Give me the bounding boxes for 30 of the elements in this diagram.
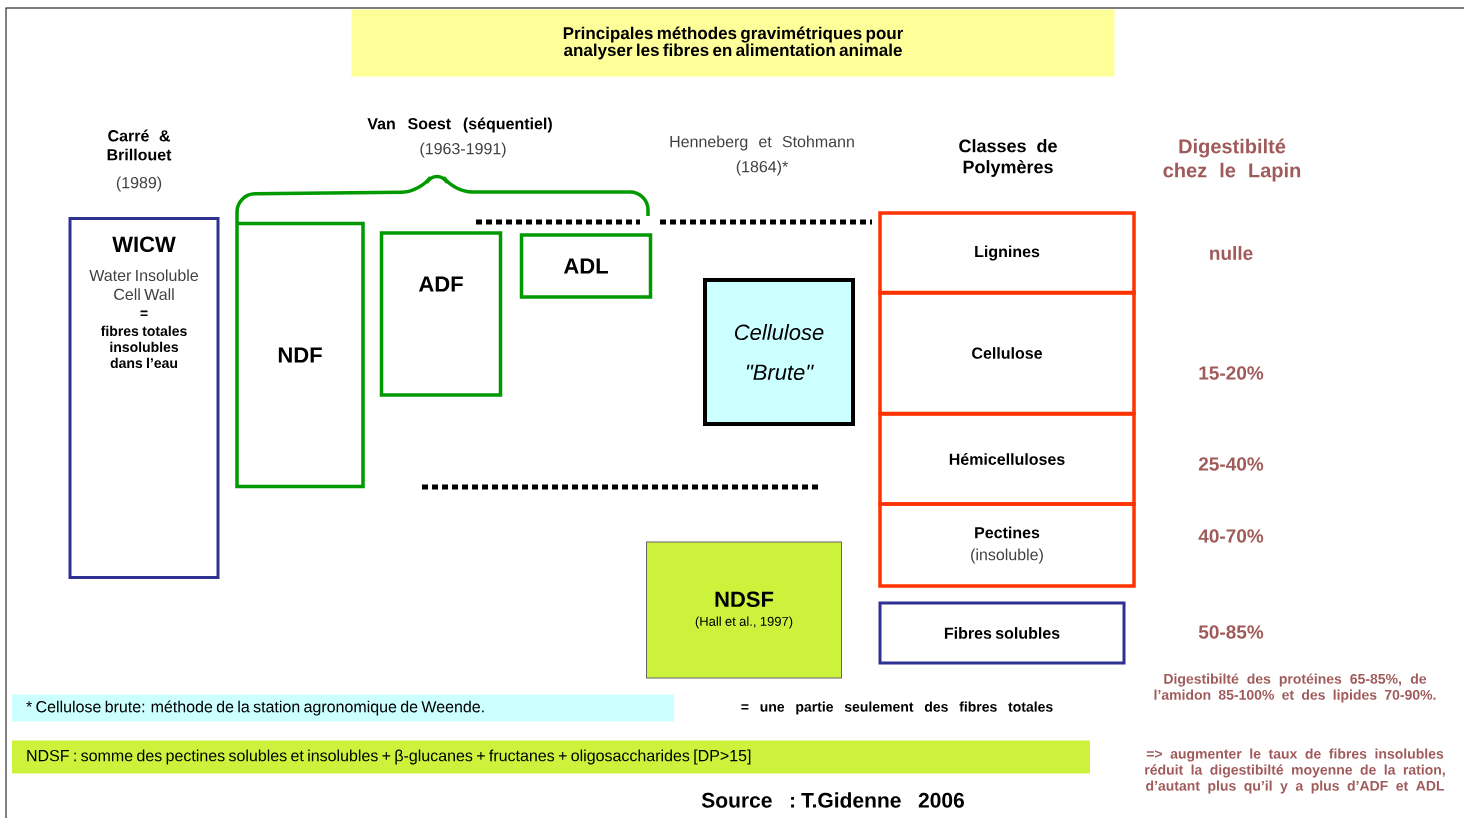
column-heading: Classes de Polymères [959,139,1057,177]
scroll-box: Cellulose "Brute" [703,278,855,426]
digestibility-value: 40-70% [1198,529,1264,543]
digestibility-value: 15-20% [1199,366,1264,380]
method-box: NDSF (Hall et al., 1997) [646,541,842,679]
method-year: (1864)* [736,160,788,176]
footnote: * Cellulose brute: méthode de la station agronomique de Weende. [12,694,674,722]
footnote: NDSF : somme des pectines solubles et insolubles + β-glucanes + fructanes + oligosaccharides [DP>15] [12,740,1090,774]
polymer-cell: Lignines [878,211,1136,295]
digestibility-value: 25-40% [1198,457,1264,471]
method-author: Van Soest (séquentiel) [367,117,552,133]
digestibility-value: 50-85% [1198,625,1264,639]
column-heading: Digestibilté chez le Lapin [1163,138,1301,182]
method-author: Carré & Brillouet [107,129,172,161]
method-author: Henneberg et Stohmann [670,135,854,151]
method-box: Fibres solubles [878,601,1126,665]
method-box: WICW Water Insoluble Cell Wall = fibres totales insolubles dans l’eau [68,217,220,579]
method-box: NDF [235,221,365,489]
method-year: (1989) [116,176,162,192]
method-box: ADL [519,233,653,299]
method-year: (1963-1991) [420,142,506,158]
digestibility-value: nulle [1210,246,1253,260]
note-text: => augmenter le taux de fibres insolubles réduit la digestibilté moyenne de la ration, d’autant plus qu’il y a plus d’ADF et ADL [1145,748,1445,794]
title-banner: Principales méthodes gravimétriques pour analyser les fibres en alimentation animale [351,9,1115,77]
note-text: Digestibilté des protéines 65-85%, de l’amidon 85-100% et des lipides 70-90%. [1154,673,1436,703]
note-text: = une partie seulement des fibres totales [741,701,1053,715]
polymer-cell: Pectines (insoluble) [878,502,1136,588]
method-box: ADF [379,231,503,397]
polymer-cell: Cellulose [878,290,1136,416]
polymer-cell: Hémicelluloses [878,412,1136,506]
